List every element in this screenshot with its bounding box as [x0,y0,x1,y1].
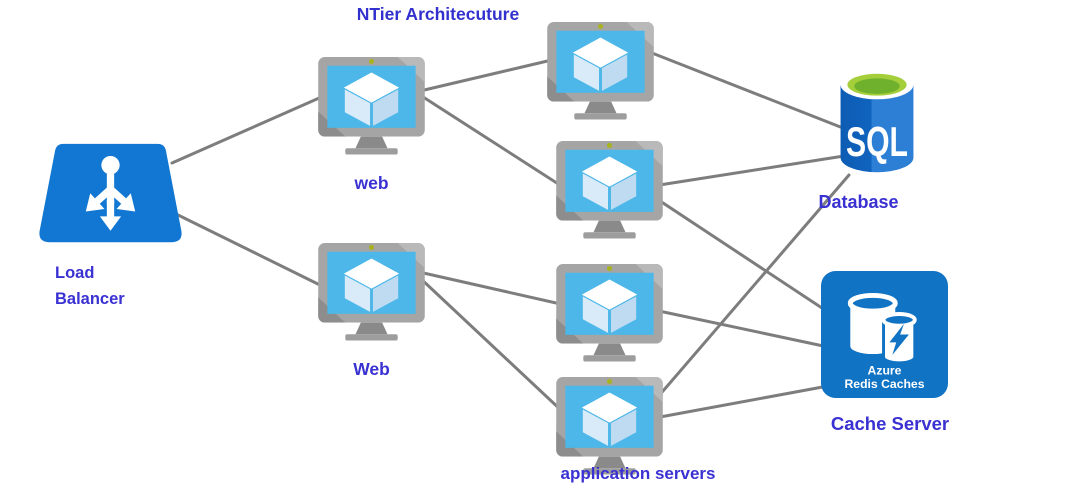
edge-app-4-database [655,173,851,400]
vm-icon-web-1 [318,57,425,155]
edge-load-balancer-web-1 [170,93,328,165]
edge-web-2-app-3 [417,270,567,307]
redis-icon-text-line1: Azure [868,364,902,378]
lightning-bolt-icon [889,323,909,356]
diagram-title: NTier Architecuture [356,4,520,24]
redis-icon-text-line2: Redis Caches [844,377,924,391]
vm-icon-app-2 [556,141,663,239]
vm-icon-web-2 [318,243,425,341]
edge-app-3-cache [657,309,830,349]
database-label: Database [818,192,899,212]
edge-web-2-app-4 [418,276,565,414]
load-balancer-label: Load Balancer [55,264,125,308]
sql-icon-text: SQL [846,118,908,165]
edge-web-1-app-1 [418,57,558,93]
edge-app-1-database [650,51,845,130]
load-balancer-icon [39,143,182,243]
edge-web-1-app-2 [418,93,565,189]
redis-cache-icon: Azure Redis Caches [821,271,948,398]
edge-app-2-database [651,154,846,188]
edge-app-4-cache [658,384,830,419]
web-2-label: Web [353,359,390,379]
edge-app-2-cache [655,197,830,314]
sql-database-icon: SQL [840,70,914,173]
application-servers-label: application servers [560,464,716,483]
vm-icon-app-1 [547,22,654,120]
cache-server-label: Cache Server [830,413,950,434]
edge-load-balancer-web-2 [174,212,328,290]
web-1-label: web [354,173,389,193]
vm-icon-app-3 [556,264,663,362]
